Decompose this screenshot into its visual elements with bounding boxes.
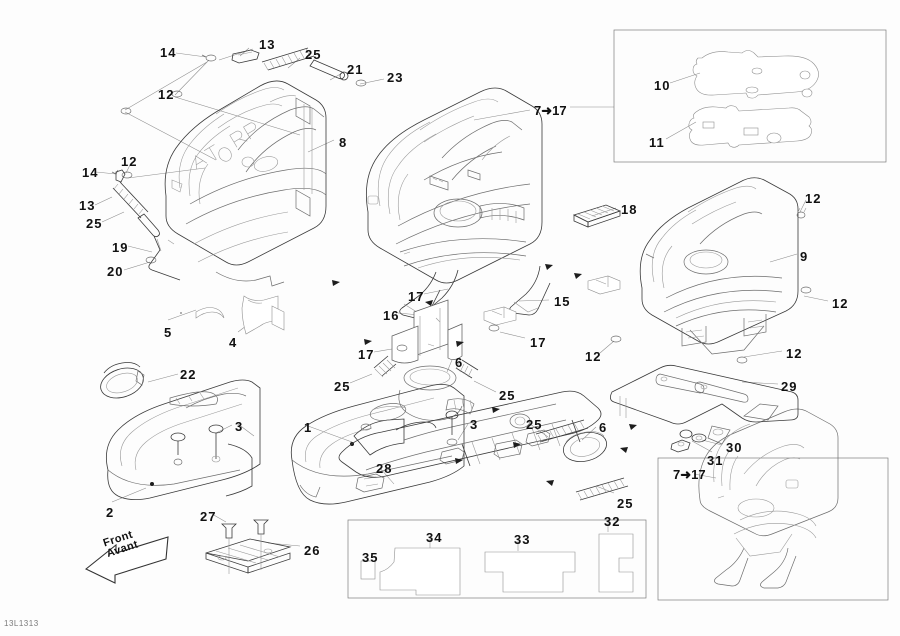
part-callout-5: 5 — [164, 325, 173, 340]
part-callout-1: 1 — [304, 420, 313, 435]
part-callout-33: 33 — [514, 532, 531, 547]
parts-15-clips — [483, 275, 621, 326]
part-callout-12: 12 — [786, 346, 803, 361]
part-6-cap-springs-25 — [535, 419, 629, 501]
part-callout-14: 14 — [160, 45, 177, 60]
inset-frames — [347, 29, 889, 601]
part-callout-7-to-17: 7➜17 — [673, 467, 706, 482]
part-callout-19: 19 — [112, 240, 129, 255]
part-16-airbox — [391, 299, 500, 421]
part-callout-31: 31 — [707, 453, 724, 468]
parts-22-3-left — [100, 362, 224, 463]
part-callout-12: 12 — [121, 154, 138, 169]
springs-25-airbox — [373, 355, 479, 379]
part-callout-26: 26 — [304, 543, 321, 558]
part-29-console — [610, 364, 799, 445]
part-1-28-pan-muffler — [290, 384, 602, 505]
part-callout-25: 25 — [617, 496, 634, 511]
part-callout-27: 27 — [200, 509, 217, 524]
part-callout-17: 17 — [408, 289, 425, 304]
part-callout-25: 25 — [305, 47, 322, 62]
parts-30-31-hardware — [670, 429, 707, 453]
part-callout-25: 25 — [86, 216, 103, 231]
inset-panel-assembled-hood — [698, 408, 839, 589]
part-callout-3: 3 — [235, 419, 244, 434]
part-callout-16: 16 — [383, 308, 400, 323]
part-callout-23: 23 — [387, 70, 404, 85]
part-callout-25: 25 — [334, 379, 351, 394]
parts-26-27-plate — [205, 519, 292, 574]
part-callout-15: 15 — [554, 294, 571, 309]
part-callout-7-to-17: 7➜17 — [534, 103, 567, 118]
part-callout-18: 18 — [621, 202, 638, 217]
part-callout-25: 25 — [499, 388, 516, 403]
part-callout-22: 22 — [180, 367, 197, 382]
part-callout-4: 4 — [229, 335, 238, 350]
part-callout-6: 6 — [599, 420, 608, 435]
part-18-grille — [572, 204, 622, 228]
part-callout-2: 2 — [106, 505, 115, 520]
leader-lines — [94, 47, 829, 565]
part-callout-25: 25 — [526, 417, 543, 432]
arrow-heads — [332, 264, 637, 486]
part-callout-14: 14 — [82, 165, 99, 180]
part-callout-12: 12 — [805, 191, 822, 206]
part-callout-13: 13 — [259, 37, 276, 52]
part-9-hood-right — [610, 177, 812, 364]
part-callout-12: 12 — [158, 87, 175, 102]
part-callout-35: 35 — [362, 550, 379, 565]
part-callout-12: 12 — [832, 296, 849, 311]
front-arrow-shape — [84, 536, 169, 584]
part-callout-17: 17 — [358, 347, 375, 362]
part-callout-17: 17 — [530, 335, 547, 350]
part-callout-12: 12 — [585, 349, 602, 364]
part-callout-8: 8 — [339, 135, 348, 150]
part-callout-34: 34 — [426, 530, 443, 545]
inset-panel-flat-parts — [360, 533, 634, 596]
parts-4-5-trim — [195, 295, 285, 335]
part-callout-28: 28 — [376, 461, 393, 476]
part-callout-3: 3 — [470, 417, 479, 432]
part-callout-21: 21 — [347, 62, 364, 77]
part-callout-29: 29 — [781, 379, 798, 394]
part-callout-32: 32 — [604, 514, 621, 529]
front-direction-marker: Front Avant — [82, 525, 174, 587]
part-7-17-center-hood — [365, 87, 551, 320]
part-8-hood-left — [164, 80, 327, 287]
part-callout-9: 9 — [800, 249, 809, 264]
part-callout-13: 13 — [79, 198, 96, 213]
part-callout-10: 10 — [654, 78, 671, 93]
part-callout-6: 6 — [455, 355, 464, 370]
hardware-hood-left — [111, 47, 367, 281]
sheet-code: 13L1313 — [4, 619, 39, 628]
part-callout-11: 11 — [649, 135, 665, 150]
inset-panel-10-11 — [665, 50, 819, 148]
part-2-belly-pan-left — [105, 312, 261, 500]
part-callout-30: 30 — [726, 440, 743, 455]
part-callout-20: 20 — [107, 264, 124, 279]
